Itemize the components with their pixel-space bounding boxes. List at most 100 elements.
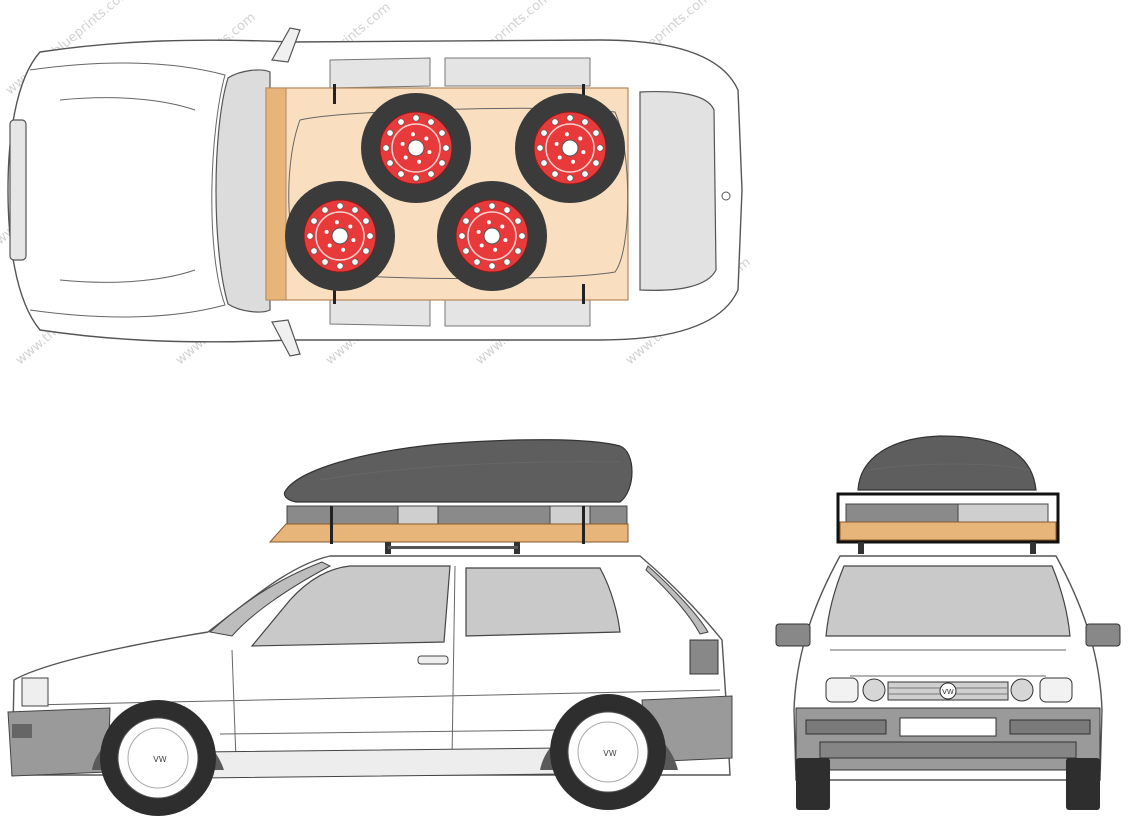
wheel-bolt: [336, 202, 344, 210]
side-view-front-wheel: [100, 700, 216, 816]
front-view-bumper: [795, 707, 1101, 771]
wheel-bolt: [566, 174, 574, 182]
wheel-bolt: [362, 217, 370, 225]
side-view-door-handle: [417, 655, 449, 665]
wheel-bolt: [351, 206, 359, 214]
front-view-windscreen: [825, 565, 1071, 637]
side-view-rear-window: [465, 567, 621, 637]
side-view: VW VW: [7, 439, 733, 816]
side-view-front-window: [250, 565, 451, 647]
wheel-bolt: [514, 247, 522, 255]
wheel-bolt: [503, 258, 511, 266]
wheel-nut: [334, 220, 339, 225]
side-view-tail-light: [689, 639, 719, 675]
top-view-side-window-top: [329, 57, 431, 89]
wheel-bolt: [592, 159, 600, 167]
wheel-bolt: [536, 144, 544, 152]
wheel-nut: [554, 141, 559, 146]
top-view-wheel-3: [285, 181, 395, 291]
top-view-wheel-4: [437, 181, 547, 291]
wheel-bolt: [310, 217, 318, 225]
top-view: [7, 27, 743, 357]
top-view-mirror-left: [271, 27, 301, 63]
front-view-tire-left: [796, 758, 830, 810]
top-view-strap: [333, 84, 336, 104]
side-view-roof-box: [283, 439, 633, 503]
top-view-deck-edge: [265, 87, 287, 301]
wheel-bolt: [518, 232, 526, 240]
wheel-nut: [476, 229, 481, 234]
wheel-bolt: [306, 232, 314, 240]
wheel-bolt: [592, 129, 600, 137]
wheel-nut: [348, 224, 353, 229]
wheel-nut: [486, 220, 491, 225]
wheel-bolt: [458, 232, 466, 240]
wheel-bolt: [488, 202, 496, 210]
wheel-nut: [324, 229, 329, 234]
wheel-bolt: [473, 206, 481, 214]
side-view-windscreen: [208, 561, 332, 637]
wheel-nut: [564, 132, 569, 137]
wheel-nut: [417, 159, 422, 164]
wheel-bolt: [397, 170, 405, 178]
side-view-front-hub-emblem: VW: [153, 755, 166, 764]
wheel-bolt: [336, 262, 344, 270]
front-view-roof-deck: [839, 521, 1057, 541]
wheel-nut: [479, 243, 484, 248]
top-view-wheel-1: [361, 93, 471, 203]
wheel-bolt: [540, 129, 548, 137]
wheel-bolt: [566, 114, 574, 122]
front-view-headlight-right: [1039, 677, 1073, 703]
top-view-rear-emblem: [721, 191, 731, 201]
wheel-nut: [581, 150, 586, 155]
wheel-bolt: [503, 206, 511, 214]
wheel-bolt: [397, 118, 405, 126]
wheel-bolt: [427, 170, 435, 178]
front-view-tire-right: [1066, 758, 1100, 810]
wheel-bolt: [351, 258, 359, 266]
top-view-rear-window: [639, 91, 717, 291]
wheel-bolt: [514, 217, 522, 225]
wheel-nut: [571, 159, 576, 164]
wheel-bolt: [321, 258, 329, 266]
top-view-bonnet: [29, 62, 226, 318]
side-view-side-skirt: [199, 747, 561, 779]
front-view-tire-stack: [845, 503, 959, 523]
wheel-bolt: [362, 247, 370, 255]
wheel-bolt: [321, 206, 329, 214]
top-view-front-bumper: [9, 119, 27, 261]
wheel-bolt: [366, 232, 374, 240]
front-view-roof-box: [857, 435, 1037, 491]
wheel-nut: [557, 155, 562, 160]
wheel-nut: [427, 150, 432, 155]
wheel-bolt: [551, 118, 559, 126]
top-view-mirror-right: [271, 319, 301, 357]
wheel-nut: [493, 247, 498, 252]
wheel-bolt: [596, 144, 604, 152]
wheel-bolt: [427, 118, 435, 126]
side-view-rear-hub-emblem: VW: [603, 749, 616, 758]
wheel-bolt: [438, 159, 446, 167]
wheel-bolt: [310, 247, 318, 255]
wheel-bolt: [581, 170, 589, 178]
front-view-emblem: [939, 682, 957, 700]
wheel-nut: [403, 155, 408, 160]
side-view-rear-wheel: [550, 694, 666, 810]
wheel-bolt: [382, 144, 390, 152]
wheel-bolt: [462, 217, 470, 225]
wheel-nut: [410, 132, 415, 137]
wheel-bolt: [488, 262, 496, 270]
wheel-nut: [351, 238, 356, 243]
wheel-bolt: [442, 144, 450, 152]
front-view-rack-frame: [836, 492, 1060, 544]
wheel-nut: [578, 136, 583, 141]
wheel-bolt: [551, 170, 559, 178]
wheel-bolt: [386, 129, 394, 137]
wheel-bolt: [386, 159, 394, 167]
front-view-mirror-left: [775, 623, 811, 647]
wheel-nut: [500, 224, 505, 229]
wheel-bolt: [581, 118, 589, 126]
front-view-plate: [899, 717, 997, 737]
front-view: VW: [775, 435, 1121, 810]
